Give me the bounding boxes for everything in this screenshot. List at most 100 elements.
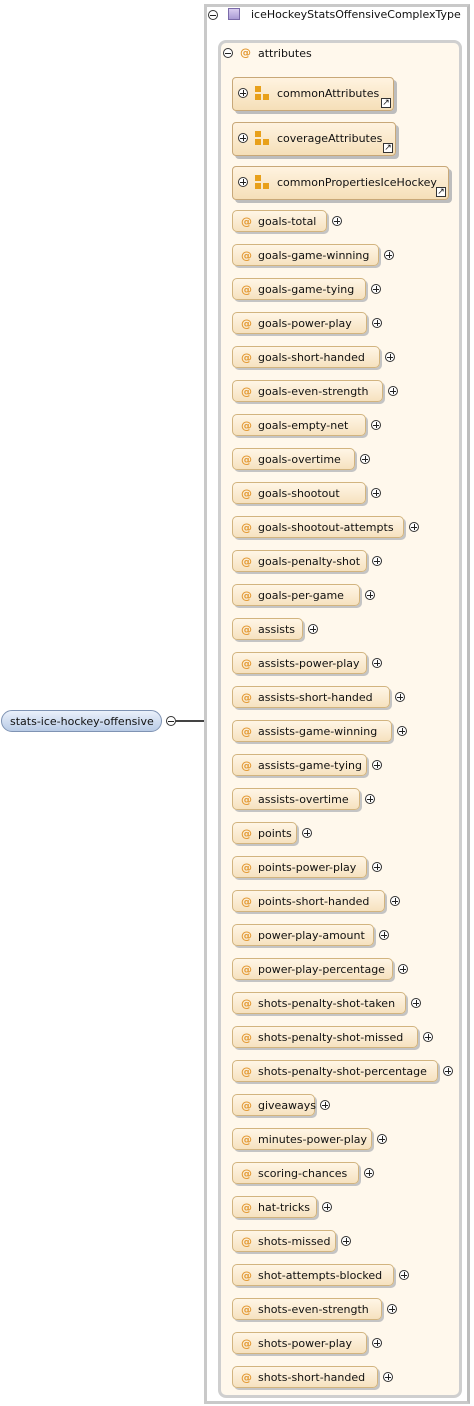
attribute-item[interactable]: @goals-shootout-attempts [232,516,404,538]
attribute-item[interactable]: @assists-power-play [232,652,367,674]
attribute-at-icon: @ [241,283,252,296]
attribute-item[interactable]: @ scoring-chances [232,1162,359,1184]
attribute-item[interactable]: @shots-penalty-shot-percentage [232,1060,438,1082]
expand-icon[interactable] [377,1134,387,1144]
expand-icon[interactable] [411,998,421,1008]
expand-icon[interactable] [332,216,342,226]
attribute-item[interactable]: @points-power-play [232,856,367,878]
complex-type-title: iceHockeyStatsOffensiveComplexType [251,8,461,21]
expand-icon[interactable] [372,1338,382,1348]
group-coverage-attributes[interactable]: coverageAttributes ↗ [232,122,396,156]
attribute-item[interactable]: @shots-power-play [232,1332,367,1354]
expand-icon[interactable] [390,896,400,906]
attribute-item[interactable]: @goals-overtime [232,448,355,470]
attribute-item[interactable]: @minutes-power-play [232,1128,372,1150]
attribute-item[interactable]: @power-play-percentage [232,958,393,980]
attribute-label: assists-short-handed [258,691,373,704]
attribute-item[interactable]: @giveaways [232,1094,316,1116]
attribute-item[interactable]: @ shot-attempts-blocked [232,1264,394,1286]
attribute-at-icon: @ [241,1167,252,1180]
expand-icon[interactable] [341,1236,351,1246]
attribute-item[interactable]: @goals-game-winning [232,244,379,266]
expand-icon[interactable] [238,177,248,187]
expand-icon[interactable] [371,488,381,498]
expand-icon[interactable] [371,284,381,294]
attribute-item[interactable]: @goals-power-play [232,312,367,334]
root-element-node[interactable]: stats-ice-hockey-offensive [1,710,162,732]
attribute-item[interactable]: @power-play-amount [232,924,374,946]
group-common-properties-ice-hockey[interactable]: commonPropertiesIceHockey ↗ [232,166,449,200]
attributes-collapse-icon[interactable] [223,48,233,58]
attribute-item[interactable]: @assists-game-tying [232,754,367,776]
expand-icon[interactable] [238,88,248,98]
expand-icon[interactable] [384,250,394,260]
group-label: commonPropertiesIceHockey [277,176,437,189]
expand-icon[interactable] [371,420,381,430]
complex-type-collapse-icon[interactable] [208,10,218,20]
attribute-item[interactable]: @hat-tricks [232,1196,317,1218]
expand-icon[interactable] [372,862,382,872]
expand-icon[interactable] [308,624,318,634]
expand-icon[interactable] [387,1304,397,1314]
attribute-item[interactable]: @shots-penalty-shot-taken [232,992,406,1014]
attribute-item[interactable]: @assists [232,618,303,640]
expand-icon[interactable] [238,133,248,143]
attribute-item[interactable]: @shots-penalty-shot-missed [232,1026,418,1048]
reference-arrow-icon[interactable]: ↗ [381,98,391,108]
attribute-item[interactable]: @assists-overtime [232,788,360,810]
attribute-label: assists-game-winning [258,725,378,738]
expand-icon[interactable] [302,828,312,838]
attribute-item[interactable]: @goals-shootout [232,482,366,504]
root-collapse-icon[interactable] [166,716,176,726]
expand-icon[interactable] [385,352,395,362]
attribute-label: assists-power-play [258,657,360,670]
attribute-label: shot-attempts-blocked [258,1269,383,1282]
attribute-item[interactable]: @shots-missed [232,1230,336,1252]
expand-icon[interactable] [443,1066,453,1076]
expand-icon[interactable] [423,1032,433,1042]
expand-icon[interactable] [397,726,407,736]
expand-icon[interactable] [383,1372,393,1382]
expand-icon[interactable] [409,522,419,532]
attribute-item[interactable]: @goals-empty-net [232,414,366,436]
attribute-item[interactable]: @points [232,822,297,844]
reference-arrow-icon[interactable]: ↗ [436,187,446,197]
expand-icon[interactable] [388,386,398,396]
expand-icon[interactable] [398,964,408,974]
group-common-attributes[interactable]: commonAttributes ↗ [232,77,394,111]
attribute-item[interactable]: @assists-game-winning [232,720,392,742]
attribute-at-icon: @ [241,351,252,364]
attribute-label: scoring-chances [258,1167,348,1180]
attribute-item[interactable]: @goals-total [232,210,327,232]
attribute-item[interactable]: @goals-even-strength [232,380,383,402]
attribute-label: shots-even-strength [258,1303,369,1316]
expand-icon[interactable] [372,318,382,328]
attribute-at-icon: @ [241,521,252,534]
attribute-item[interactable]: @goals-game-tying [232,278,366,300]
attribute-at-icon: @ [241,1303,252,1316]
attribute-item[interactable]: @points-short-handed [232,890,385,912]
attribute-item[interactable]: @goals-per-game [232,584,360,606]
attribute-item[interactable]: @shots-short-handed [232,1366,378,1388]
expand-icon[interactable] [379,930,389,940]
expand-icon[interactable] [360,454,370,464]
attribute-item[interactable]: @goals-penalty-shot [232,550,367,572]
expand-icon[interactable] [372,658,382,668]
attribute-item[interactable]: @assists-short-handed [232,686,390,708]
expand-icon[interactable] [364,1168,374,1178]
expand-icon[interactable] [395,692,405,702]
attribute-item[interactable]: @goals-short-handed [232,346,380,368]
expand-icon[interactable] [322,1202,332,1212]
attribute-at-icon: @ [241,1337,252,1350]
expand-icon[interactable] [365,794,375,804]
expand-icon[interactable] [372,556,382,566]
attribute-at-icon: @ [241,1371,252,1384]
expand-icon[interactable] [399,1270,409,1280]
reference-arrow-icon[interactable]: ↗ [383,143,393,153]
expand-icon[interactable] [365,590,375,600]
attribute-at-icon: @ [241,1269,252,1282]
expand-icon[interactable] [372,760,382,770]
expand-icon[interactable] [320,1100,330,1110]
attribute-item[interactable]: @ shots-even-strength [232,1298,382,1320]
attribute-at-icon: @ [241,759,252,772]
